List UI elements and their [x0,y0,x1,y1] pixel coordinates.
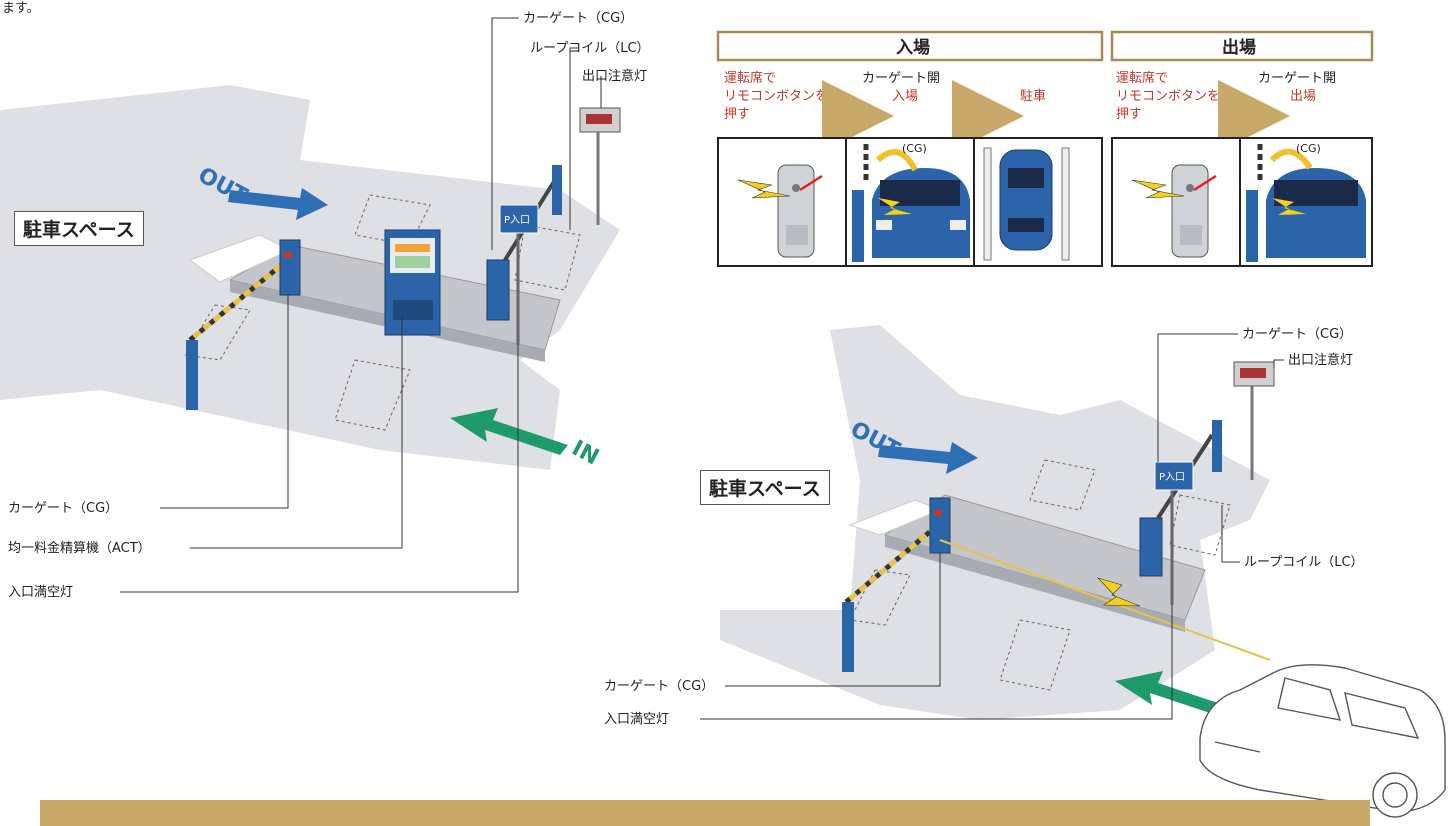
right-label-loop-coil: ループコイル（LC） [1244,555,1364,570]
right-label-entry-light: 入口満空灯 [604,712,669,727]
left-gate-post [186,340,198,410]
right-bolt [1097,577,1141,607]
entry-remote-panel [737,164,823,258]
entry-header-box [716,30,1104,62]
left-sign [499,204,539,234]
exit-cg-label: (CG) [1296,142,1321,155]
footer-bar [40,800,1370,826]
right-sign-text: P入口 [1159,472,1185,483]
right-car-gate-box [929,497,951,554]
entry-parked-panel [983,147,1070,261]
left-out-arrow [228,188,328,220]
left-car-gate-right [486,259,510,321]
left-in-arrow [450,408,568,455]
right-out-arrow [878,442,978,474]
left-label-loop-coil: ループコイル（LC） [530,41,650,56]
right-label-car-gate-bottom: カーゲート（CG） [604,679,714,694]
left-label-car-gate-top: カーゲート（CG） [523,11,633,26]
left-act-machine [384,229,441,336]
right-label-exit-light: 出口注意灯 [1288,352,1353,368]
top-stub-text: ます。 [2,1,40,16]
right-sign [1154,461,1194,491]
exit-header-box [1110,30,1374,62]
flow-entry: 入場 運転席で リモコンボタンを 押す カーゲート開 入場 駐車 [716,30,1104,267]
left-in-text: IN [568,436,603,471]
entry-step3: 駐車 [1020,89,1046,104]
right-parking-space-label: 駐車スペース [700,470,830,505]
left-sign-text: P入口 [504,215,530,226]
entry-header: 入場 [896,38,930,58]
right-car-outline [1199,664,1446,818]
exit-step2-sub: 出場 [1290,89,1316,104]
right-in-arrow [1115,671,1233,718]
right-label-car-gate-top: カーゲート（CG） [1242,327,1352,342]
left-diagram: P入口 OUT IN カーゲート（CG） ループコイル（LC） 出口注意灯 カー… [0,11,650,600]
left-label-entry-light: 入口満空灯 [8,585,73,600]
flow-exit: 出場 運転席で リモコンボタンを 押す カーゲート開 出場 (CG) [1110,30,1374,267]
entry-step1-line3: 押す [724,107,750,122]
left-label-act: 均一料金精算機（ACT） [8,540,151,556]
entry-step1-line2: リモコンボタンを [724,89,828,104]
entry-step2-sub: 入場 [892,89,918,104]
entry-step2-title: カーゲート開 [862,71,940,86]
left-parking-space-label: 駐車スペース [14,211,144,246]
right-car-gate-right [1139,517,1163,577]
left-label-car-gate-bottom: カーゲート（CG） [8,501,118,516]
left-car-gate-box [279,239,301,296]
entry-cg-label: (CG) [902,142,927,155]
exit-gate-panel: (CG) [1246,140,1366,262]
exit-step1-line3: 押す [1116,107,1142,122]
exit-step2-title: カーゲート開 [1258,71,1336,86]
right-diagram: P入口 OUT IN カーゲート（CG） 出口注意灯 ル [604,325,1446,818]
right-slots [849,459,1231,691]
entry-gate-panel: (CG) [852,140,970,262]
left-label-exit-light: 出口注意灯 [582,68,647,84]
exit-remote-panel [1131,164,1217,258]
exit-step1-line1: 運転席で [1116,70,1168,86]
right-gate-post [842,602,854,672]
exit-step1-line2: リモコンボタンを [1116,89,1220,104]
exit-header: 出場 [1222,37,1256,58]
entry-step1-line1: 運転席で [724,70,776,86]
